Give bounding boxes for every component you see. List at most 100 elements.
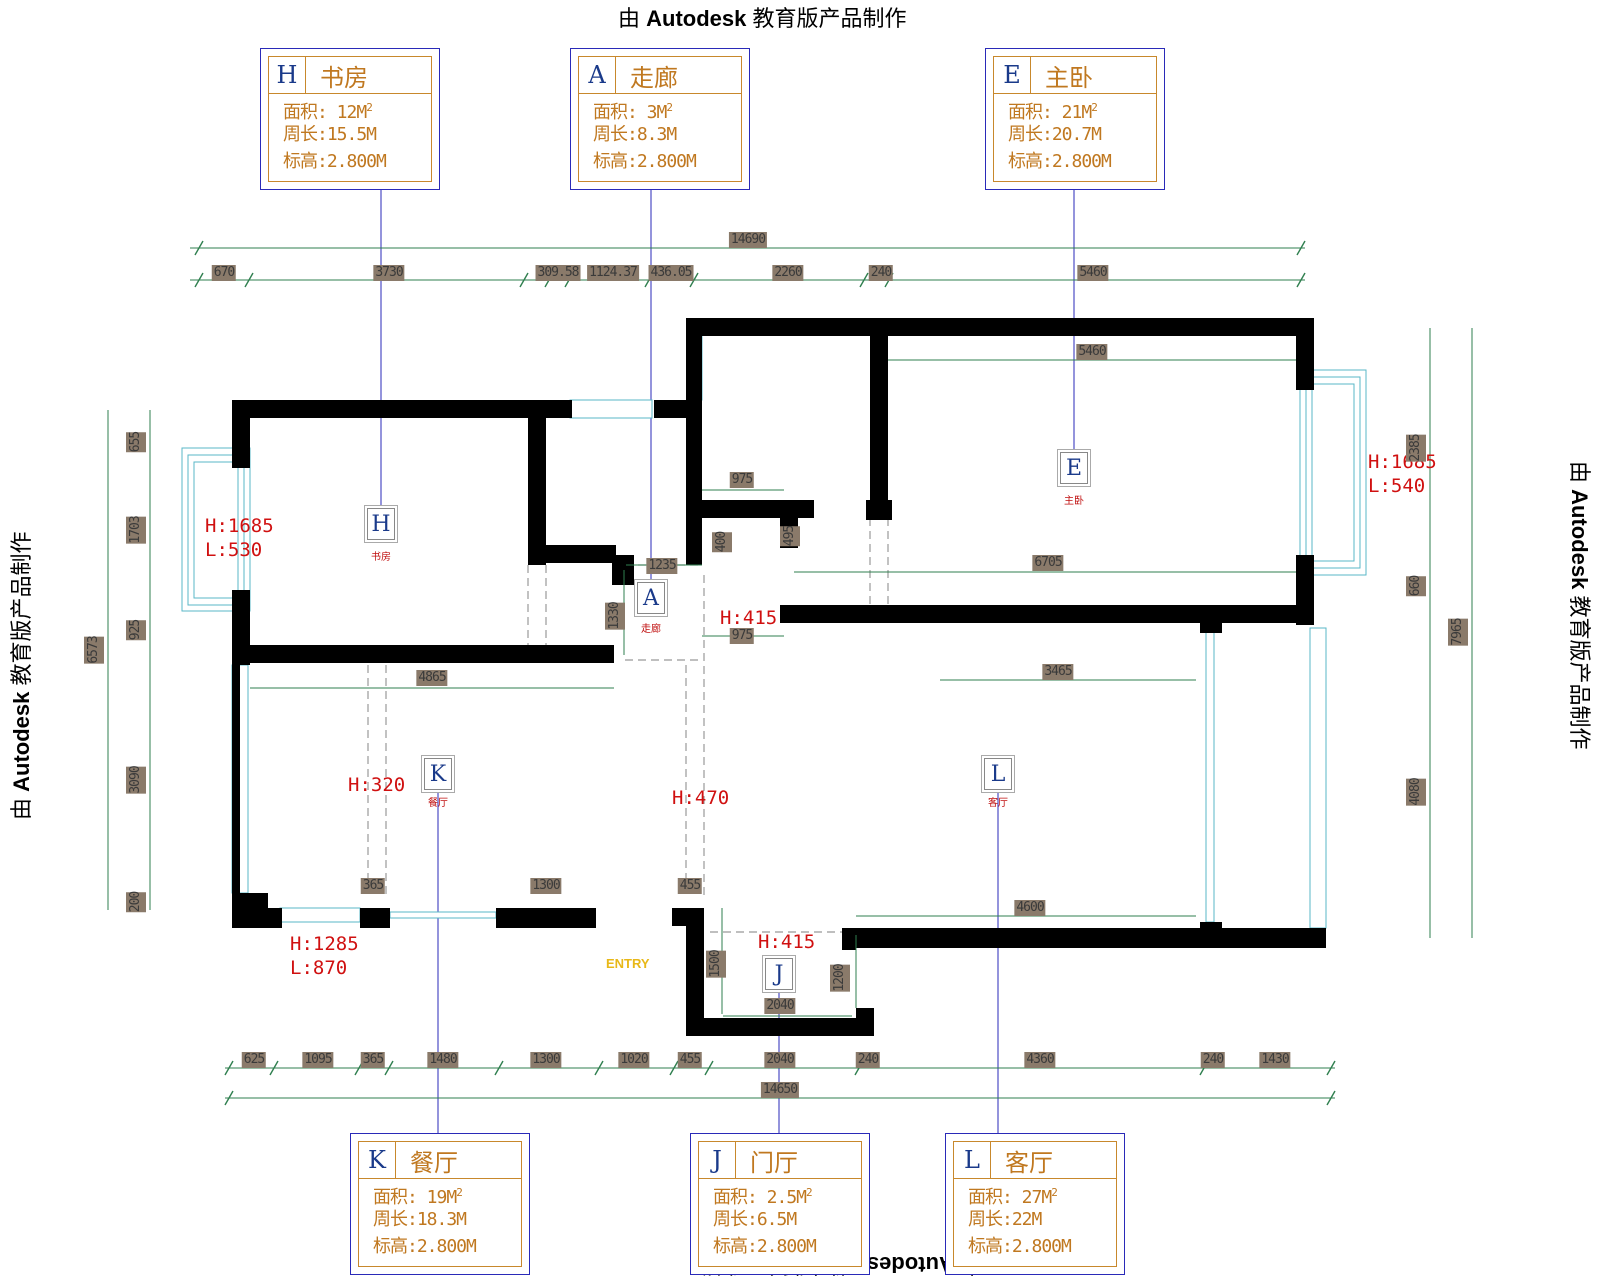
- room-code: J: [699, 1142, 736, 1178]
- dimension-label: 200: [126, 891, 146, 913]
- dimension-label: 4360: [1024, 1052, 1056, 1068]
- dimension-label: 5460: [1077, 265, 1109, 281]
- dimension-label: 309.58: [535, 265, 581, 281]
- room-code: H: [269, 57, 306, 93]
- dimension-label: 3090: [126, 766, 146, 794]
- dimension-label: 670: [211, 265, 237, 281]
- dimension-label: 14690: [728, 232, 768, 248]
- dimension-label: 975: [729, 472, 755, 488]
- room-code: E: [994, 57, 1031, 93]
- dining-opening-height: H:320: [348, 774, 406, 796]
- room-perimeter: 周长:18.3M: [373, 1209, 467, 1230]
- dimension-label: 655: [126, 431, 146, 453]
- room-name: 走廊: [630, 63, 678, 92]
- room-card-corridor: A 走廊 面积: 3M2 周长:8.3M 标高:2.800M: [570, 48, 750, 190]
- foyer-opening-height: H:415: [758, 931, 816, 953]
- room-tag-study: H: [367, 508, 395, 540]
- room-area: 面积: 27M2: [968, 1186, 1058, 1208]
- room-tag-foyer: J: [765, 958, 793, 990]
- dimension-label: 1430: [1259, 1052, 1291, 1068]
- room-area: 面积: 21M2: [1008, 101, 1098, 123]
- dimension-label: 455: [677, 878, 703, 894]
- dimension-label: 1124.37: [587, 265, 639, 281]
- dimension-label: 1703: [126, 516, 146, 544]
- room-tag-label: 书房: [371, 552, 391, 563]
- room-name: 餐厅: [410, 1148, 458, 1177]
- dimension-label: 7965: [1448, 618, 1468, 646]
- living-opening-height: H:470: [672, 787, 730, 809]
- dimension-label: 660: [1406, 575, 1426, 597]
- room-perimeter: 周长:8.3M: [593, 124, 677, 145]
- dimension-label: 14650: [760, 1082, 800, 1098]
- dimension-label: 2385: [1406, 434, 1426, 462]
- dimension-label: 1200: [830, 964, 850, 992]
- room-area: 面积: 19M2: [373, 1186, 463, 1208]
- room-tag-label: 客厅: [988, 798, 1008, 809]
- dimension-label: 240: [1200, 1052, 1226, 1068]
- walls: [232, 318, 1326, 1036]
- room-tag-corridor: A: [637, 582, 665, 614]
- room-perimeter: 周长:20.7M: [1008, 124, 1102, 145]
- dimension-label: 6705: [1032, 555, 1064, 571]
- room-area: 面积: 3M2: [593, 101, 673, 123]
- room-name: 书房: [320, 63, 368, 92]
- room-tag-label: 餐厅: [428, 798, 448, 809]
- watermark-top: 由 Autodesk 教育版产品制作: [618, 6, 907, 31]
- room-elevation: 标高:2.800M: [968, 1236, 1072, 1257]
- dimension-label: 6573: [84, 636, 104, 664]
- dimension-label: 4600: [1014, 900, 1046, 916]
- room-name: 主卧: [1045, 63, 1093, 92]
- dimension-label: 2040: [764, 1052, 796, 1068]
- room-elevation: 标高:2.800M: [283, 151, 387, 172]
- dimension-label: 1500: [706, 950, 726, 978]
- room-tag-label: 主卧: [1064, 496, 1084, 507]
- dimension-label: 1020: [618, 1052, 650, 1068]
- room-perimeter: 周长:6.5M: [713, 1209, 797, 1230]
- room-code: L: [954, 1142, 991, 1178]
- room-card-study: H 书房 面积: 12M2 周长:15.5M 标高:2.800M: [260, 48, 440, 190]
- room-card-master-bedroom: E 主卧 面积: 21M2 周长:20.7M 标高:2.800M: [985, 48, 1165, 190]
- room-elevation: 标高:2.800M: [373, 1236, 477, 1257]
- room-tag-dining: K: [424, 758, 452, 790]
- dimension-label: 240: [868, 265, 894, 281]
- room-area: 面积: 12M2: [283, 101, 373, 123]
- dimension-label: 1235: [646, 558, 678, 574]
- room-perimeter: 周长:15.5M: [283, 124, 377, 145]
- dimension-label: 1300: [530, 1052, 562, 1068]
- dimension-label: 1300: [530, 878, 562, 894]
- dimension-label: 925: [126, 619, 146, 641]
- dimension-label: 975: [729, 628, 755, 644]
- dimension-label: 1330: [605, 602, 625, 630]
- dimension-label: 4080: [1406, 778, 1426, 806]
- dimension-label: 4865: [416, 670, 448, 686]
- room-elevation: 标高:2.800M: [593, 151, 697, 172]
- dimension-label: 5460: [1076, 344, 1108, 360]
- dimension-label: 365: [360, 878, 386, 894]
- dimension-label: 625: [241, 1052, 267, 1068]
- dimension-label: 3730: [373, 265, 405, 281]
- room-name: 门厅: [750, 1148, 798, 1177]
- dimension-label: 455: [677, 1052, 703, 1068]
- room-elevation: 标高:2.800M: [1008, 151, 1112, 172]
- room-code: A: [579, 57, 616, 93]
- dimension-label: 1095: [302, 1052, 334, 1068]
- corridor-opening-height: H:415: [720, 607, 778, 629]
- entry-label: ENTRY: [606, 956, 650, 971]
- room-elevation: 标高:2.800M: [713, 1236, 817, 1257]
- room-name: 客厅: [1005, 1148, 1053, 1177]
- room-tag-master-bedroom: E: [1060, 452, 1088, 484]
- room-area: 面积: 2.5M2: [713, 1186, 813, 1208]
- dimension-label: 2040: [764, 998, 796, 1014]
- dimension-label: 365: [360, 1052, 386, 1068]
- dimension-label: 400: [712, 531, 732, 553]
- room-card-foyer: J 门厅 面积: 2.5M2 周长:6.5M 标高:2.800M: [690, 1133, 870, 1275]
- windows: [181, 329, 1367, 929]
- dimension-label: 3465: [1042, 664, 1074, 680]
- dimension-label: 240: [855, 1052, 881, 1068]
